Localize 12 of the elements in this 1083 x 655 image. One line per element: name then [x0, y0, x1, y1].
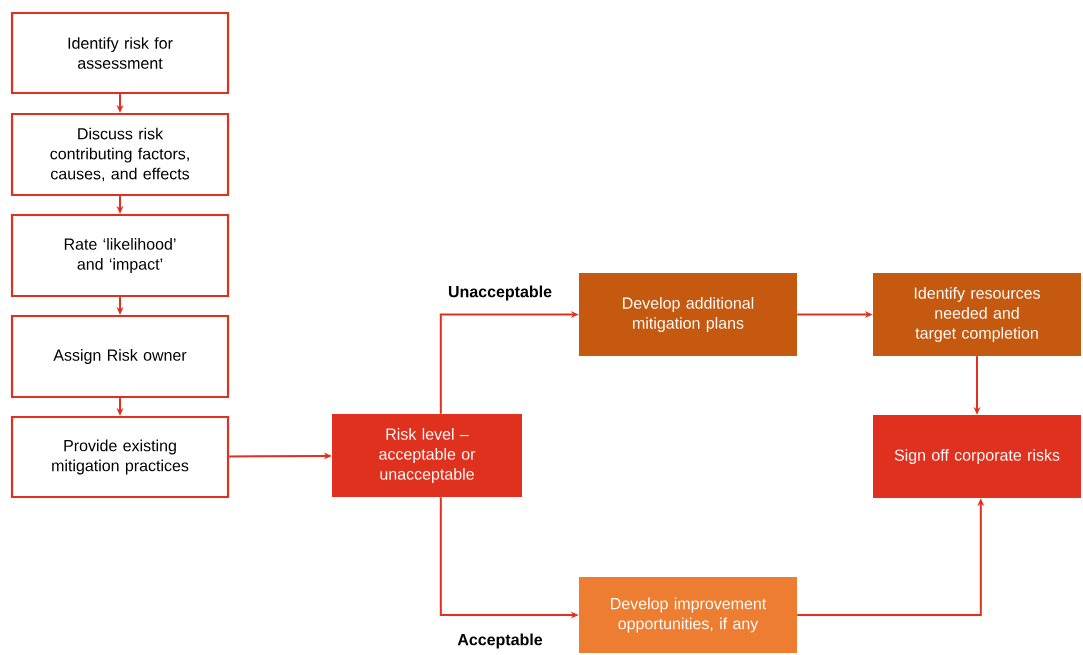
- process-box: Develop additional mitigation plans: [579, 273, 797, 356]
- process-box: Risk level – acceptable or unacceptable: [332, 414, 522, 497]
- step-box: Provide existing mitigation practices: [10, 415, 230, 499]
- step-box: Assign Risk owner: [10, 314, 230, 399]
- edge-label: Unacceptable: [448, 285, 552, 301]
- edge-label: Acceptable: [457, 633, 543, 649]
- process-box: Identify resources needed and target completion: [873, 273, 1081, 356]
- process-box: Sign off corporate risks: [873, 415, 1081, 498]
- process-box: Develop improvement opportunities, if any: [579, 577, 797, 653]
- step-box: Rate ‘likelihood’ and ‘impact’: [10, 213, 230, 298]
- step-box: Identify risk for assessment: [10, 11, 230, 95]
- step-box: Discuss risk contributing factors, causes, and effects: [10, 112, 230, 197]
